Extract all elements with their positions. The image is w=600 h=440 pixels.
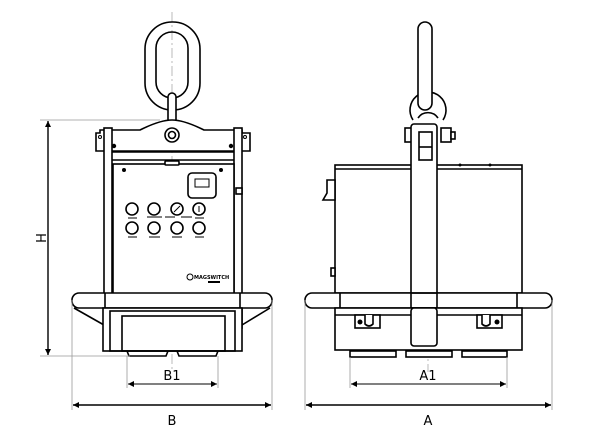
front-view: MAGSWITCH <box>71 12 273 372</box>
clamp <box>354 314 381 329</box>
control-box <box>112 163 235 295</box>
button <box>147 221 161 235</box>
dimension-label-a: A <box>424 414 433 429</box>
magnet-pole <box>405 350 453 358</box>
eye-bolt <box>164 127 180 143</box>
key-switch <box>192 202 206 216</box>
handle-bar <box>304 292 553 309</box>
dimension-h: H <box>35 119 160 357</box>
button <box>125 202 139 216</box>
magnet-pole <box>126 350 169 357</box>
dimension-a: A <box>304 300 553 429</box>
dimension-label-b: B <box>168 414 177 429</box>
brand-logo: MAGSWITCH <box>186 273 229 283</box>
button <box>147 202 161 216</box>
dimension-b: B <box>71 300 273 429</box>
brace <box>73 307 105 326</box>
brace <box>241 307 271 326</box>
dimension-b1: B1 <box>126 356 219 388</box>
side-view <box>304 21 553 372</box>
shackle-nut <box>440 127 452 143</box>
magnet-pole <box>176 350 219 357</box>
magnet-pole <box>461 350 508 358</box>
side-knob <box>235 187 243 195</box>
display <box>187 172 217 199</box>
magnet-housing <box>102 307 243 352</box>
side-latch <box>321 179 336 201</box>
dimension-label-a1: A1 <box>419 369 436 384</box>
handle-bar <box>71 292 273 309</box>
lifting-ring <box>409 21 447 121</box>
button <box>125 221 139 235</box>
svg-text:MAGSWITCH: MAGSWITCH <box>194 275 229 281</box>
button <box>170 202 184 216</box>
dimension-label-h: H <box>35 233 50 243</box>
control-buttons <box>125 202 206 238</box>
clamp <box>476 314 503 329</box>
dimension-label-b1: B1 <box>163 369 180 384</box>
magnet-pole <box>349 350 397 358</box>
dimension-a1: A1 <box>349 357 508 388</box>
button <box>192 221 206 235</box>
button <box>170 221 184 235</box>
